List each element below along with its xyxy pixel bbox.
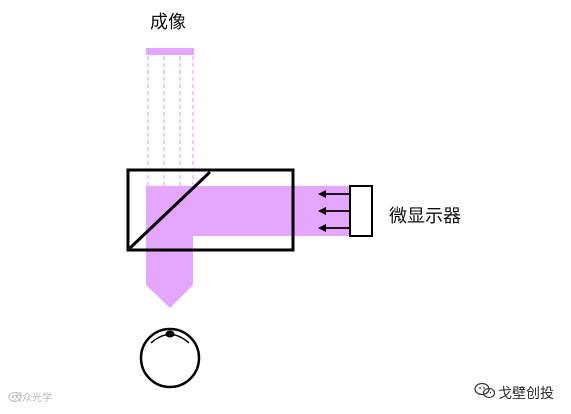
beam-splitter-prism	[126, 168, 295, 252]
display-emission-arrows	[318, 190, 349, 232]
imaging-output-bar	[146, 48, 194, 55]
micro-display-block	[349, 185, 373, 237]
display-light-path	[146, 186, 351, 236]
micro-display-label: 微显示器	[389, 206, 461, 227]
right-watermark-text: 戈壁创投	[498, 386, 554, 402]
left-watermark-text: 大众光学	[12, 393, 52, 404]
beam-splitter-diagonal	[128, 170, 212, 250]
wechat-logo-icon	[474, 382, 496, 399]
eye-icon	[139, 327, 201, 389]
weibo-logo-icon	[8, 391, 22, 403]
imaging-label: 成像	[150, 12, 186, 33]
eye-light-path	[146, 230, 193, 308]
